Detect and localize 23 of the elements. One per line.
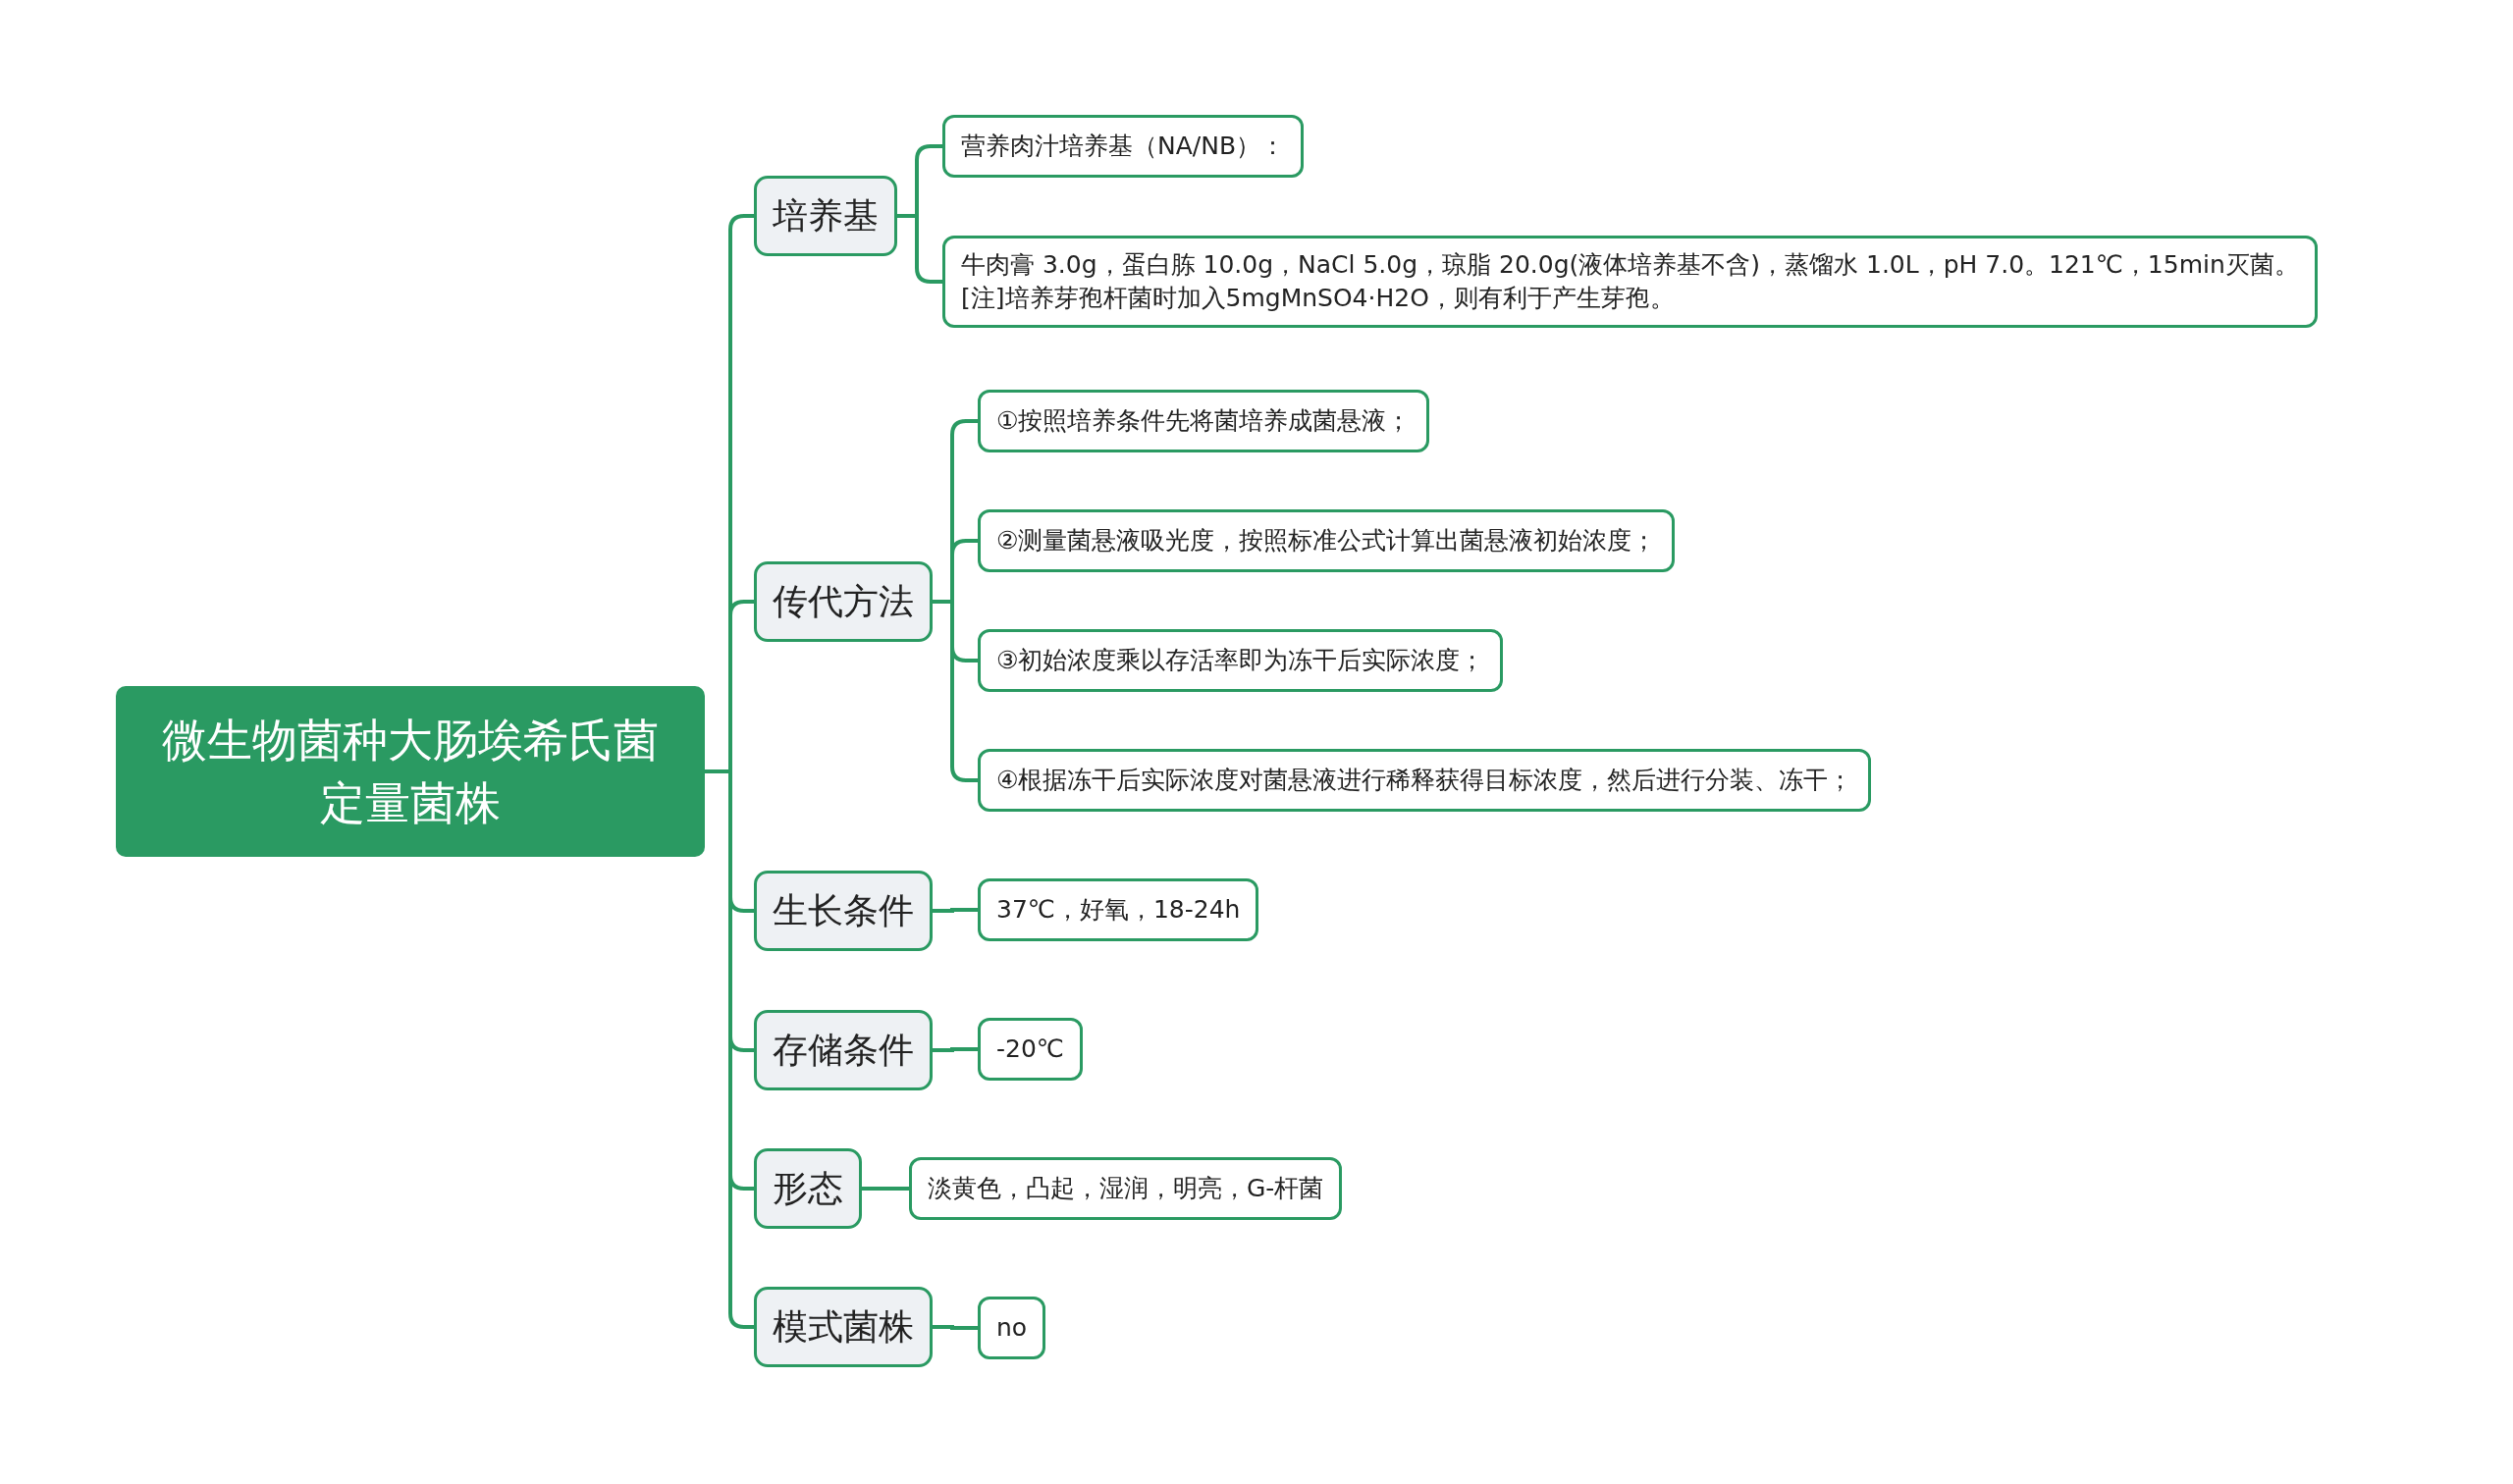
connector	[933, 908, 978, 913]
connector	[933, 1047, 978, 1052]
subtopic-box	[942, 236, 2318, 328]
subtopic-box: ①按照培养条件先将菌培养成菌悬液；	[978, 390, 1430, 452]
subtopic-box: no	[978, 1297, 1046, 1359]
subtopic-box: 淡黄色，凸起，湿润，明亮，G-杆菌	[909, 1157, 1343, 1220]
connector	[862, 1187, 909, 1191]
topic-text: 牛肉膏 3.0g，蛋白胨 10.0g，NaCl 5.0g，琼脂 20.0g(液体培养基不含)，蒸馏水 1.0L，pH 7.0。121℃，15min灭菌。	[961, 249, 2299, 281]
topic-box: 培养基	[754, 176, 897, 256]
central-topic-box: 微生物菌种大肠埃希氏菌定量菌株	[116, 686, 705, 857]
subtopic-box: 营养肉汁培养基（NA/NB）：	[942, 115, 1305, 178]
topic-text: [注]培养芽孢杆菌时加入5mgMnSO4·H2O，则有利于产生芽孢。	[961, 283, 1676, 314]
topic-box: 形态	[754, 1148, 862, 1229]
topic-box: 传代方法	[754, 561, 933, 642]
subtopic-box: -20℃	[978, 1018, 1083, 1081]
subtopic-box: ④根据冻干后实际浓度对菌悬液进行稀释获得目标浓度，然后进行分装、冻干；	[978, 749, 1872, 812]
topic-box: 模式菌株	[754, 1287, 933, 1367]
topic-box: 存储条件	[754, 1010, 933, 1090]
subtopic-box: ③初始浓度乘以存活率即为冻干后实际浓度；	[978, 629, 1504, 692]
subtopic-box: ②测量菌悬液吸光度，按照标准公式计算出菌悬液初始浓度；	[978, 509, 1676, 572]
subtopic-box: 37℃，好氧，18-24h	[978, 878, 1259, 941]
connector	[933, 1325, 978, 1330]
topic-box: 生长条件	[754, 871, 933, 951]
